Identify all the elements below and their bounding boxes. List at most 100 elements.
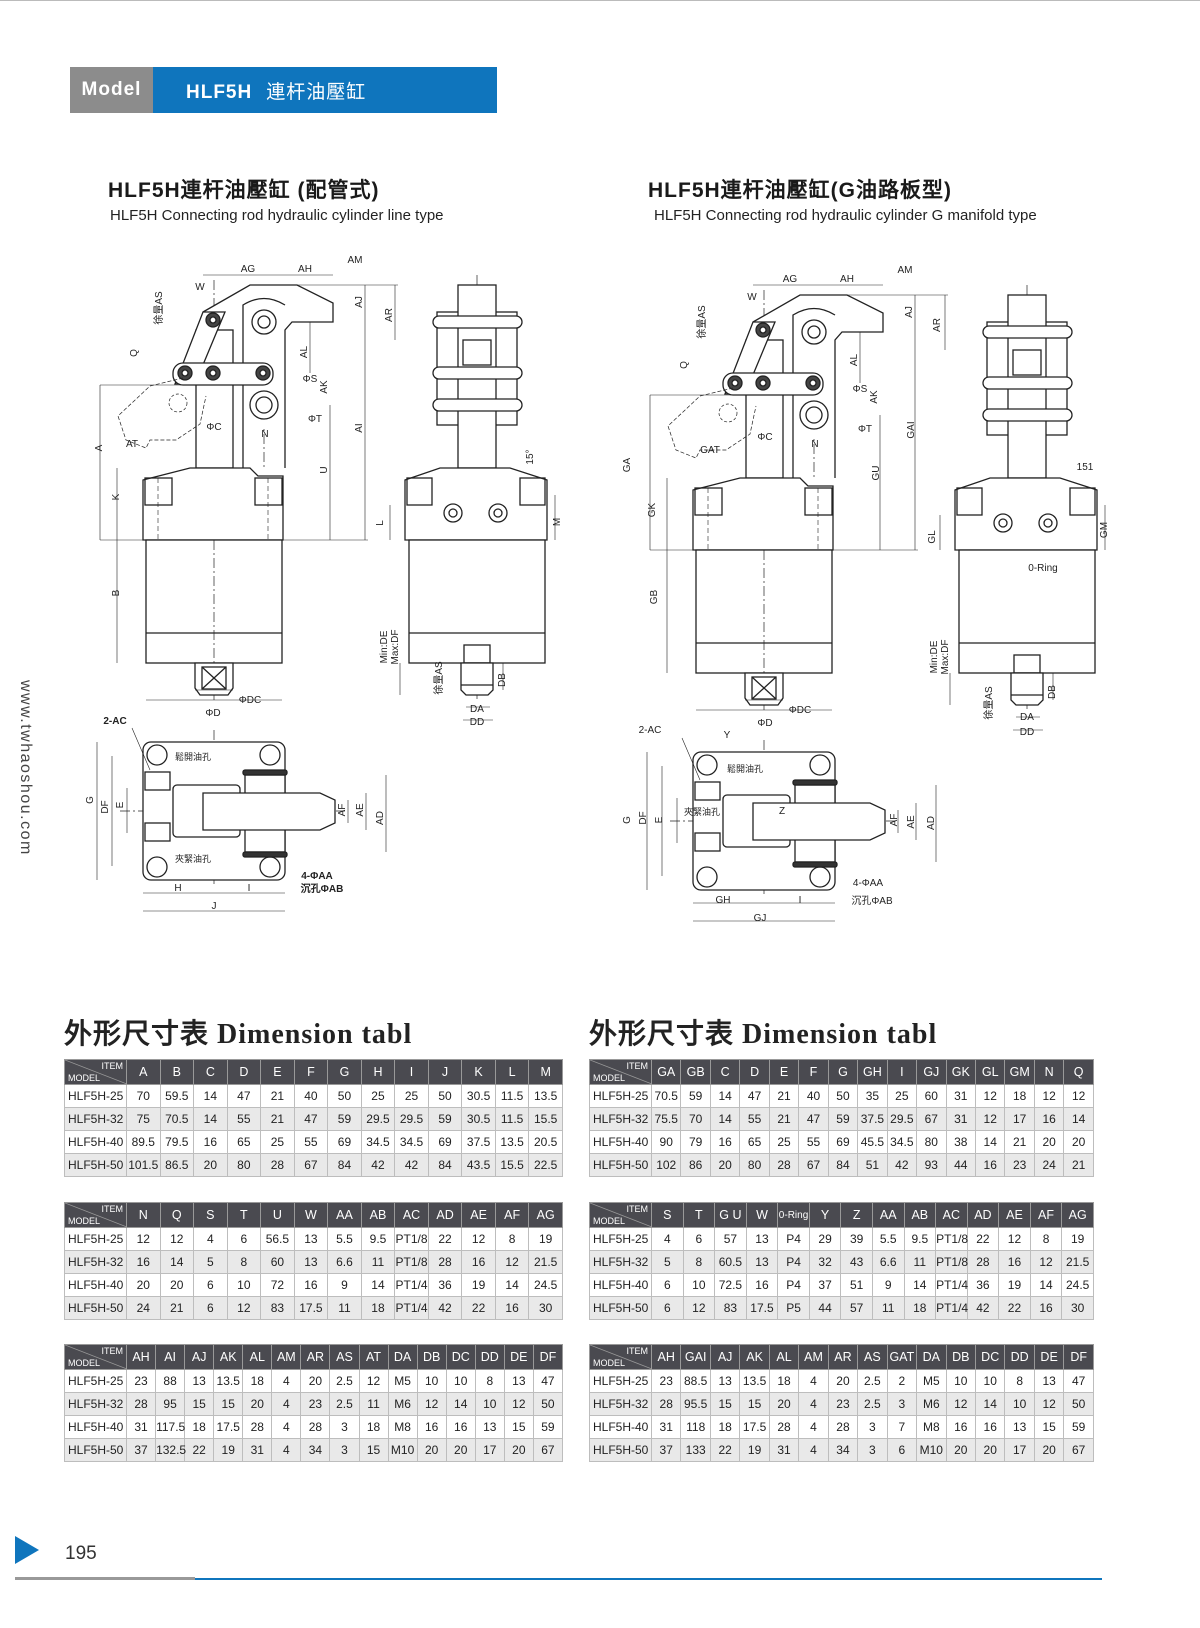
- value-cell: 12: [998, 1227, 1031, 1251]
- column-header: U: [260, 1202, 295, 1228]
- value-cell: 42: [427, 1296, 463, 1320]
- value-cell: 16: [126, 1250, 161, 1274]
- dim-label: AH: [840, 274, 854, 285]
- model-label: MODEL: [593, 1216, 626, 1226]
- value-cell: 10: [445, 1369, 476, 1393]
- model-cell: HLF5H-50: [64, 1296, 127, 1320]
- value-cell: 15: [1033, 1415, 1065, 1439]
- value-cell: 101.5: [126, 1153, 161, 1177]
- value-cell: 18: [903, 1296, 937, 1320]
- value-cell: 8: [1029, 1227, 1063, 1251]
- dim-label: 2-AC: [639, 725, 662, 736]
- value-cell: 34: [300, 1438, 331, 1462]
- value-cell: 16: [1029, 1296, 1063, 1320]
- value-cell: 55: [739, 1107, 770, 1131]
- value-cell: 20: [1033, 1130, 1065, 1154]
- value-cell: 75: [126, 1107, 161, 1131]
- column-header: GB: [680, 1059, 711, 1085]
- item-label: ITEM: [101, 1204, 124, 1214]
- value-cell: 23: [1004, 1153, 1035, 1177]
- value-cell: 14: [193, 1107, 228, 1131]
- column-header: N: [1033, 1059, 1065, 1085]
- value-cell: 3: [329, 1415, 360, 1439]
- value-cell: 93: [916, 1153, 947, 1177]
- value-cell: 32: [808, 1250, 842, 1274]
- model-code: HLF5H: [186, 81, 253, 103]
- value-cell: 13.5: [494, 1130, 530, 1154]
- value-cell: 133: [680, 1438, 711, 1462]
- value-cell: 11.5: [494, 1107, 530, 1131]
- value-cell: 28: [768, 1415, 800, 1439]
- value-cell: 20: [445, 1438, 476, 1462]
- right-section-subtitle: HLF5H Connecting rod hydraulic cylinder …: [654, 207, 1037, 224]
- value-cell: 84: [827, 1153, 859, 1177]
- value-cell: 13: [1004, 1415, 1035, 1439]
- value-cell: 72: [260, 1273, 295, 1297]
- value-cell: 11: [327, 1296, 362, 1320]
- value-cell: 4: [271, 1415, 302, 1439]
- value-cell: 44: [808, 1296, 842, 1320]
- column-header: AA: [871, 1202, 905, 1228]
- dim-label: AL: [849, 353, 860, 366]
- value-cell: 13.5: [739, 1369, 770, 1393]
- value-cell: 23: [300, 1392, 331, 1416]
- value-cell: 102: [650, 1153, 682, 1177]
- value-cell: 70: [126, 1084, 161, 1108]
- model-cell: HLF5H-25: [64, 1369, 127, 1393]
- value-cell: 5: [651, 1250, 684, 1274]
- dim-label: DB: [497, 673, 508, 687]
- value-cell: 23: [650, 1369, 682, 1393]
- value-cell: 25: [886, 1084, 918, 1108]
- column-header: AJ: [709, 1344, 741, 1370]
- value-cell: 22: [966, 1227, 1000, 1251]
- column-header: F: [798, 1059, 829, 1085]
- value-cell: 95: [155, 1392, 186, 1416]
- value-cell: 37: [125, 1438, 157, 1462]
- top-rule: [0, 0, 1200, 1]
- value-cell: 15: [358, 1438, 389, 1462]
- model-cell: HLF5H-50: [589, 1153, 652, 1177]
- column-header: AF: [494, 1202, 530, 1228]
- value-cell: 24: [1033, 1153, 1065, 1177]
- column-header: AF: [1029, 1202, 1063, 1228]
- value-cell: 28: [242, 1415, 273, 1439]
- column-header: AH: [650, 1344, 682, 1370]
- value-cell: 60.5: [714, 1250, 747, 1274]
- value-cell: 80: [739, 1153, 770, 1177]
- value-cell: 14: [709, 1084, 741, 1108]
- value-cell: 30.5: [461, 1107, 496, 1131]
- value-cell: 55: [226, 1107, 262, 1131]
- value-cell: 15: [213, 1392, 244, 1416]
- value-cell: 6.6: [327, 1250, 362, 1274]
- value-cell: 25: [394, 1084, 429, 1108]
- dim-label: ΦDC: [239, 695, 261, 706]
- value-cell: 2.5: [857, 1392, 888, 1416]
- value-cell: 51: [857, 1153, 888, 1177]
- model-cell: HLF5H-40: [589, 1273, 652, 1297]
- value-cell: 21: [1004, 1130, 1035, 1154]
- value-cell: 70: [680, 1107, 711, 1131]
- dim-label: A: [94, 444, 105, 451]
- value-cell: 15: [503, 1415, 534, 1439]
- value-cell: 59.5: [159, 1084, 195, 1108]
- value-cell: 4: [651, 1227, 684, 1251]
- value-cell: 10: [1004, 1392, 1035, 1416]
- model-cell: HLF5H-32: [64, 1392, 127, 1416]
- value-cell: 67: [1063, 1438, 1094, 1462]
- value-cell: 20: [1033, 1438, 1065, 1462]
- dim-label: DA: [1020, 712, 1034, 723]
- value-cell: 13: [474, 1415, 505, 1439]
- value-cell: PT1/4: [394, 1296, 429, 1320]
- value-cell: 69: [427, 1130, 463, 1154]
- column-header: DC: [445, 1344, 476, 1370]
- dim-label: DB: [1047, 685, 1058, 699]
- dim-label: Q: [679, 361, 690, 369]
- model-cell: HLF5H-32: [589, 1250, 652, 1274]
- value-cell: 22: [709, 1438, 741, 1462]
- value-cell: 12: [358, 1369, 389, 1393]
- value-cell: 11: [903, 1250, 937, 1274]
- value-cell: 31: [650, 1415, 682, 1439]
